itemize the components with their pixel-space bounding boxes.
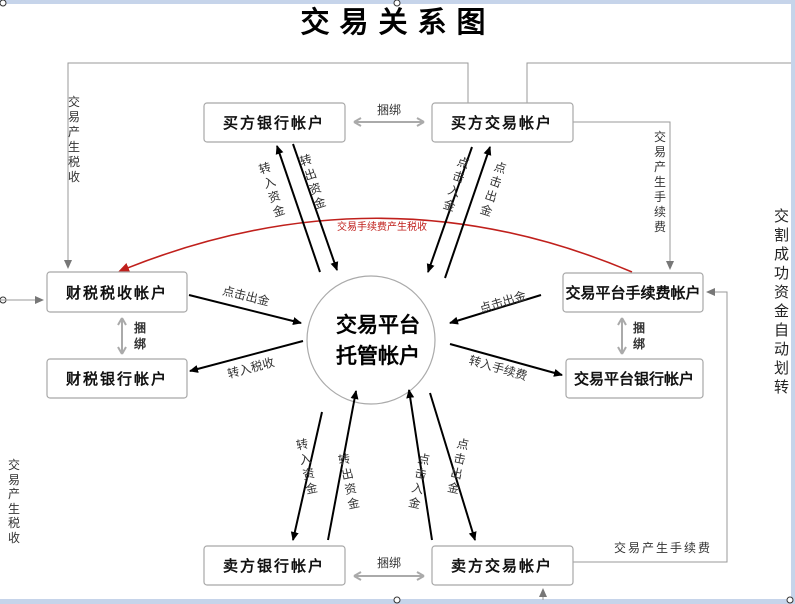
label-fee-tax: 交易手续费产生税收 <box>337 220 427 233</box>
svg-text:绑: 绑 <box>134 336 146 351</box>
svg-text:买方交易帐户: 买方交易帐户 <box>451 114 553 132</box>
bind-arrow-fee: 捆绑 <box>617 317 645 355</box>
arrow-buyer-click-out <box>444 146 492 279</box>
arrow-seller-in <box>290 411 323 541</box>
svg-text:捆绑: 捆绑 <box>377 103 401 117</box>
label-right-fee: 交易产生手续费 <box>654 130 667 234</box>
platform-bank-account[interactable]: 交易平台银行帐户 <box>565 358 704 399</box>
label-settlement: 交割成功资金自动划转 <box>774 207 790 396</box>
svg-text:交易平台手续费帐户: 交易平台手续费帐户 <box>565 284 700 302</box>
tax-account[interactable]: 财税税收帐户 <box>46 271 188 313</box>
buyer-bank-account[interactable]: 买方银行帐户 <box>203 102 346 143</box>
arrow-fee-click-out <box>449 294 542 325</box>
label-tax-in: 转入税收 <box>226 354 276 381</box>
platform-fee-account[interactable]: 交易平台手续费帐户 <box>562 272 704 313</box>
label-left-top-tax-v: 交易产生税收 <box>68 95 81 184</box>
svg-text:托管帐户: 托管帐户 <box>336 344 420 368</box>
arrow-tax-in <box>189 340 304 373</box>
arrow-buyer-click-in <box>426 146 473 273</box>
arrow-tax-click-out <box>188 294 302 325</box>
tax-bank-account[interactable]: 财税银行帐户 <box>46 358 188 399</box>
svg-text:捆绑: 捆绑 <box>377 556 401 570</box>
buyer-trade-account[interactable]: 买方交易帐户 <box>431 102 574 143</box>
svg-text:捆: 捆 <box>134 320 146 335</box>
arrow-fee-in <box>449 343 563 377</box>
svg-text:财税税收帐户: 财税税收帐户 <box>66 284 168 302</box>
arrow-seller-click-in <box>406 389 433 541</box>
svg-text:买方银行帐户: 买方银行帐户 <box>223 114 325 132</box>
label-left-bottom-tax: 交易产生税收 <box>8 458 21 545</box>
resize-handle[interactable] <box>393 0 401 7</box>
svg-text:卖方交易帐户: 卖方交易帐户 <box>451 557 553 575</box>
arrow-buyer-in <box>275 145 321 273</box>
platform-escrow-account[interactable]: 交易平台 托管帐户 <box>306 275 436 405</box>
resize-handle[interactable] <box>786 596 794 604</box>
svg-text:捆: 捆 <box>633 320 645 335</box>
svg-text:交易平台银行帐户: 交易平台银行帐户 <box>574 370 694 388</box>
resize-handle[interactable] <box>0 0 7 7</box>
svg-text:财税银行帐户: 财税银行帐户 <box>66 370 168 388</box>
svg-text:卖方银行帐户: 卖方银行帐户 <box>223 557 325 575</box>
fee-tax-curve <box>118 217 633 273</box>
bind-arrow-seller: 捆绑 <box>353 556 425 581</box>
arrow-buyer-out <box>292 143 339 271</box>
arrow-seller-out <box>327 390 359 541</box>
connector-buyer-fee <box>573 121 674 270</box>
connector-settlement <box>526 62 791 103</box>
bind-arrow-tax: 捆绑 <box>117 317 146 355</box>
arrow-seller-click-out <box>429 392 477 541</box>
connector-buyer-tax <box>64 62 469 269</box>
seller-trade-account[interactable]: 卖方交易帐户 <box>431 545 574 586</box>
resize-handle[interactable] <box>393 596 401 604</box>
connector-seller-fee <box>573 288 728 563</box>
diagram-title: 交易关系图 <box>300 5 495 39</box>
svg-text:绑: 绑 <box>633 336 645 351</box>
frame-right <box>791 0 795 604</box>
svg-text:交易平台: 交易平台 <box>336 313 420 337</box>
seller-bank-account[interactable]: 卖方银行帐户 <box>203 545 346 586</box>
label-bottom-fee: 交易产生手续费 <box>614 540 712 555</box>
bind-arrow-buyer: 捆绑 <box>353 103 425 127</box>
label-fee-click-out: 点击出金 <box>478 288 528 316</box>
